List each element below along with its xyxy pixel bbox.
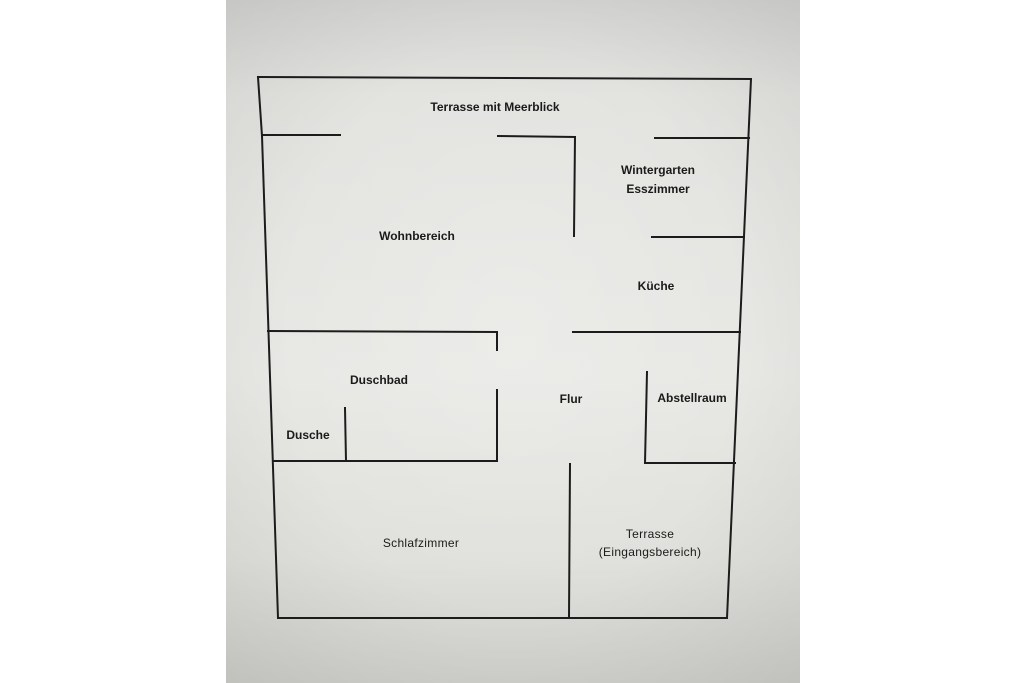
outer-wall-top [256,75,753,81]
label-storage-room: Abstellraum [657,391,727,405]
photo-paper [226,0,800,683]
label-living-area: Wohnbereich [379,229,455,243]
label-dining-room: Esszimmer [626,182,690,196]
label-entrance-area: (Eingangsbereich) [598,545,702,559]
shower-wall [343,406,348,463]
bedroom-terrace-wall [567,462,572,620]
label-terrace-sea-view: Terrasse mit Meerblick [430,100,560,114]
storage-left-wall [643,370,649,465]
outer-wall-right [725,77,753,620]
bathroom-top-wall [266,329,499,334]
label-bedroom: Schlafzimmer [382,536,460,550]
label-shower: Dusche [286,428,330,442]
label-entrance-terrace: Terrasse [625,527,675,541]
outer-wall-left-upper [256,75,264,138]
label-hallway: Flur [559,392,583,406]
label-kitchen: Küche [637,279,675,293]
outer-wall-left-lower [260,134,280,620]
terrace-wall-mid [496,134,577,139]
living-wintergarden-wall [572,135,577,238]
label-shower-bath: Duschbad [349,373,409,387]
label-winter-garden: Wintergarten [621,163,695,177]
